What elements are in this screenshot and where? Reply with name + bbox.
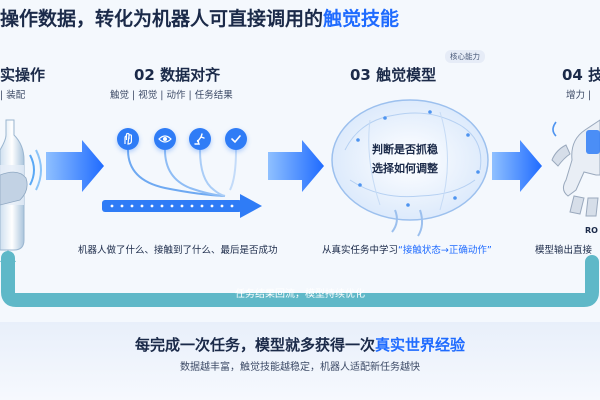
converging-lines bbox=[127, 149, 237, 197]
step-4-sub: 增力 | bbox=[566, 90, 592, 101]
summary-panel bbox=[0, 322, 600, 400]
robot-hand-image bbox=[551, 119, 600, 217]
page-title: 操作数据，转化为机器人可直接调用的触觉技能 bbox=[0, 8, 400, 30]
step-1-sub: | 装配 bbox=[0, 90, 26, 101]
check-icon bbox=[225, 128, 247, 150]
arrow-2-to-3 bbox=[268, 140, 324, 192]
hand-icon bbox=[117, 128, 139, 150]
brain-model-image bbox=[331, 99, 489, 237]
alignment-bar-dots bbox=[110, 204, 234, 208]
step-3-title: 03 触觉模型 bbox=[350, 66, 437, 84]
summary-highlight: 真实世界经验 bbox=[375, 336, 466, 354]
step-3-caption: 从真实任务中学习“接触状态→正确动作” bbox=[322, 245, 492, 256]
step-2-caption: 机器人做了什么、接触到了什么、最后是否成功 bbox=[78, 245, 278, 256]
arrow-1-to-2 bbox=[46, 140, 104, 192]
robot-arm-icon bbox=[189, 128, 211, 150]
robot-label: RO bbox=[585, 226, 598, 235]
feedback-loop-band bbox=[1, 251, 599, 307]
arrow-3-to-4 bbox=[492, 140, 542, 192]
step-4-caption: 模型输出直接 bbox=[535, 245, 593, 256]
core-ability-badge: 核心能力 bbox=[445, 50, 485, 63]
step-2-title: 02 数据对齐 bbox=[134, 66, 221, 84]
summary-subtext: 数据越丰富，触觉技能越稳定，机器人适配新任务越快 bbox=[180, 362, 420, 373]
eye-icon bbox=[154, 128, 176, 150]
bottle-hand-image bbox=[0, 119, 42, 251]
step-2-sub: 触觉 | 视觉 | 动作 | 任务结果 bbox=[110, 90, 233, 101]
feedback-loop-label: 任务结果回流，模型持续优化 bbox=[235, 289, 365, 300]
step-4-title: 04 技 bbox=[562, 66, 600, 84]
step-1-title: 实操作 bbox=[0, 66, 46, 84]
alignment-bar-arrowhead bbox=[240, 194, 262, 218]
summary-headline: 每完成一次任务，模型就多获得一次真实世界经验 bbox=[134, 336, 466, 354]
brain-line-2: 选择如何调整 bbox=[372, 162, 438, 175]
feedback-loop-arrowhead bbox=[0, 250, 16, 262]
title-highlight: 触觉技能 bbox=[323, 8, 400, 30]
step-3-caption-highlight: “接触状态→正确动作” bbox=[398, 245, 492, 256]
brain-line-1: 判断是否抓稳 bbox=[372, 143, 438, 156]
